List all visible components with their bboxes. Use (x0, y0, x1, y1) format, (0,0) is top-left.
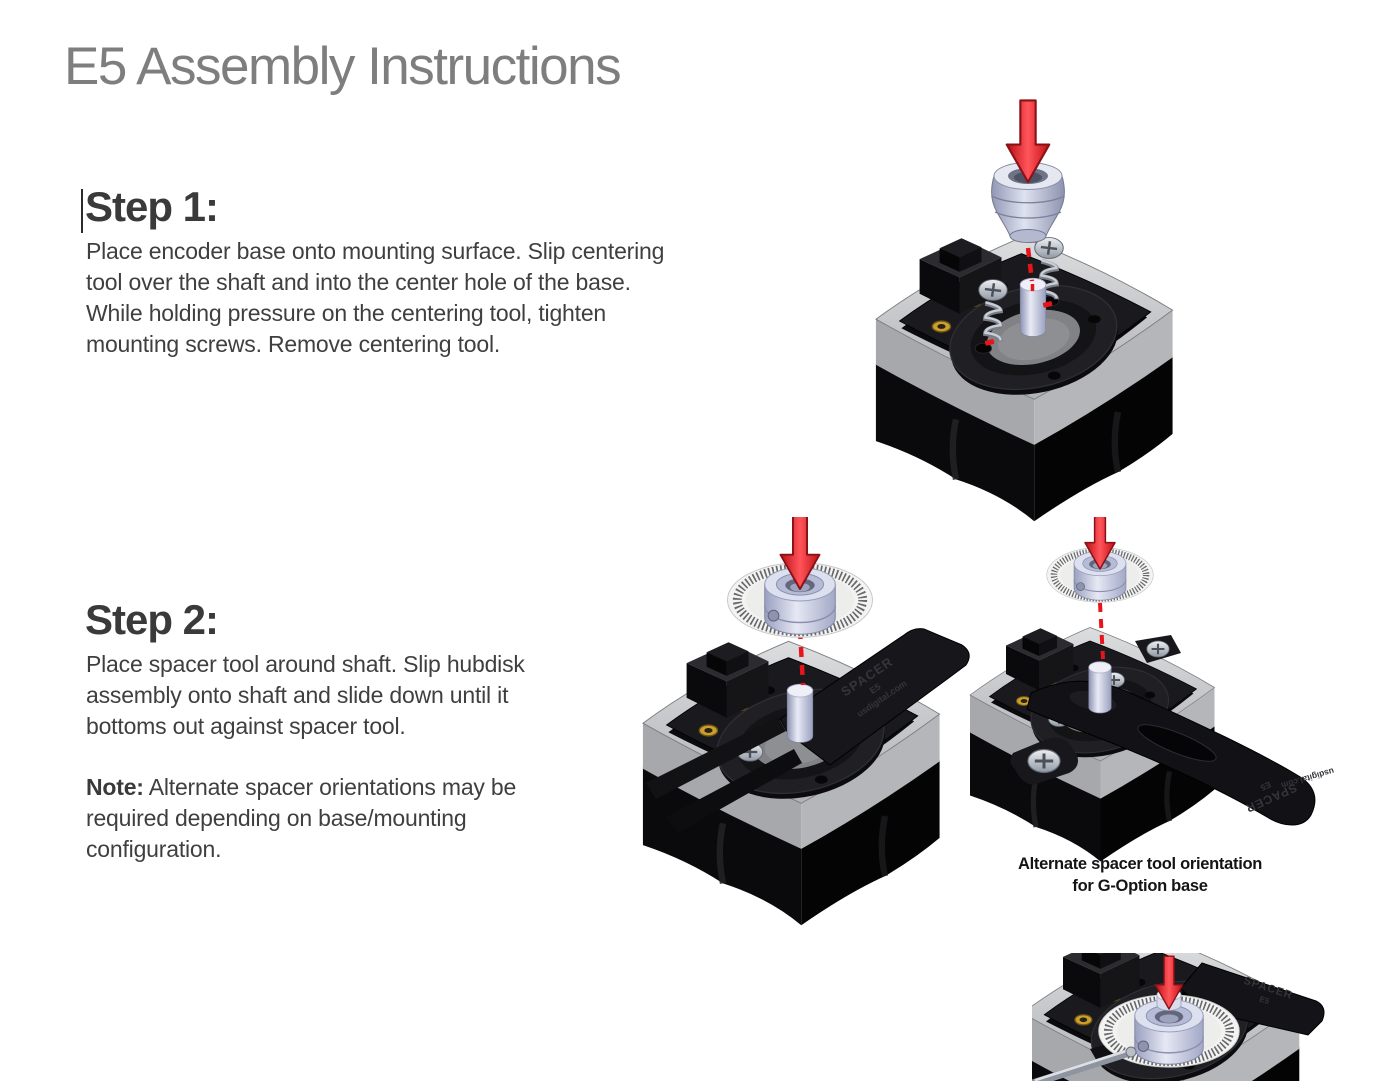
note-label: Note: (86, 774, 144, 800)
page-title: E5 Assembly Instructions (64, 37, 622, 96)
encoder-shaft (1088, 661, 1112, 714)
caption-alternate-spacer: Alternate spacer tool orientation for G-… (975, 854, 1305, 897)
alignment-marker (984, 301, 1053, 346)
dashed-centerline (797, 628, 806, 686)
step2-body: Place spacer tool around shaft. Slip hub… (86, 651, 525, 739)
dashed-centerline (1025, 247, 1035, 282)
step2-note: Note: Alternate spacer orientations may … (86, 772, 646, 865)
caption-line2: for G-Option base (1072, 876, 1208, 895)
text-cursor (81, 189, 83, 233)
hex-wrench (1032, 1046, 1137, 1081)
encoder-shaft (786, 683, 814, 744)
caption-line1: Alternate spacer tool orientation (1017, 855, 1263, 873)
illustration-step1 (862, 98, 1214, 524)
g-option-mounting-ear (1010, 635, 1181, 785)
spacer-tool-model: E5 (1258, 994, 1271, 1006)
illustration-step2-standard: SPACER E5 usdigital.com (632, 517, 974, 941)
spacer-tool: SPACER E5 usdigital.com (646, 628, 970, 833)
illustration-step2-alternate: SPACER E5 usdigital.com (967, 517, 1343, 867)
step1-heading: Step 1: (85, 183, 219, 230)
illustration-step2-result-partial: SPACER E5 (1032, 953, 1398, 1081)
note-body: Alternate spacer orientations may be req… (86, 774, 517, 862)
step2-heading: Step 2: (85, 596, 219, 643)
step1-body: Place encoder base onto mounting surface… (86, 238, 665, 357)
spacer-tool-model: E5 (1259, 780, 1273, 793)
